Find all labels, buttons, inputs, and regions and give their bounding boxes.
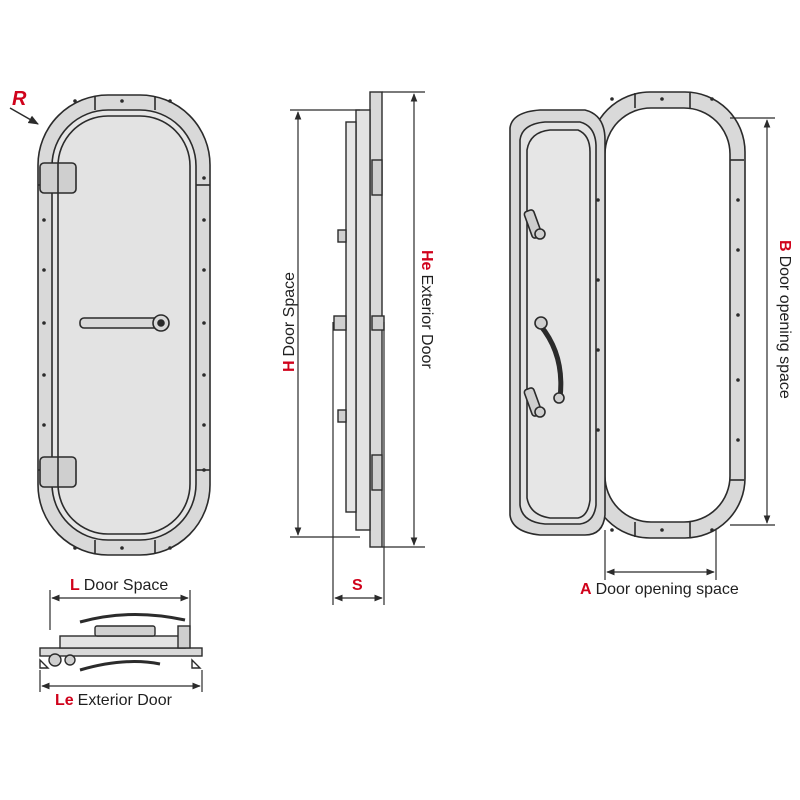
- he-dimension: [382, 91, 425, 548]
- open-view-frame: [589, 91, 746, 539]
- open-view-leaf: [509, 109, 606, 536]
- b-text: Door opening space: [776, 255, 793, 399]
- he-label: HeExterior Door: [418, 250, 435, 369]
- he-code: He: [418, 250, 435, 271]
- top-view-door: [39, 612, 203, 672]
- s-label: S: [352, 578, 367, 594]
- h-text: Door Space: [281, 271, 298, 357]
- side-view-door: [333, 91, 385, 548]
- a-dimension: [604, 530, 717, 580]
- le-text: Exterior Door: [77, 692, 172, 709]
- h-dimension: [290, 109, 360, 538]
- r-label: R: [12, 88, 27, 110]
- b-code: B: [776, 240, 793, 252]
- l-code: L: [70, 577, 80, 594]
- l-text: Door Space: [83, 577, 169, 594]
- a-code: A: [580, 581, 592, 598]
- l-dimension: [49, 590, 191, 630]
- front-view-door: [37, 94, 211, 556]
- h-code: H: [281, 360, 298, 372]
- he-text: Exterior Door: [418, 274, 435, 369]
- r-arrow: [9, 107, 39, 125]
- a-text: Door opening space: [595, 581, 739, 598]
- front-handle-bar: [79, 317, 163, 329]
- open-bolts: [596, 97, 740, 532]
- le-dimension: [39, 670, 203, 692]
- le-code: Le: [55, 692, 74, 709]
- h-label: H Door Space: [281, 271, 298, 372]
- front-bolts: [42, 99, 206, 550]
- s-code: S: [352, 577, 363, 594]
- s-dimension: [332, 322, 385, 605]
- door-opening: [604, 107, 731, 523]
- b-label: B Door opening space: [776, 240, 793, 399]
- b-dimension: [730, 117, 775, 526]
